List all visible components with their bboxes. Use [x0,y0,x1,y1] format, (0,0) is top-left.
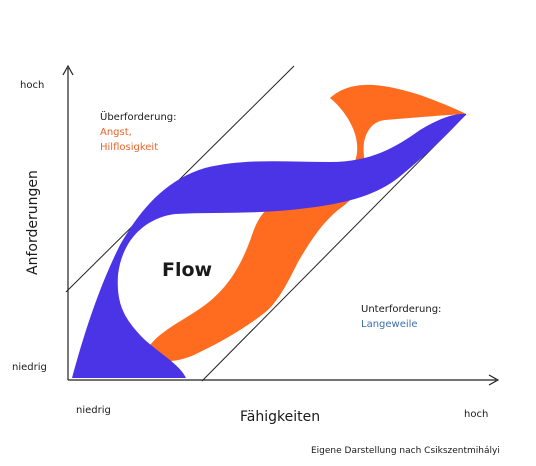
overload-label-helplessness: Hilflosigkeit [100,142,159,153]
y-axis-low-label: niedrig [12,362,47,373]
x-axis-high-label: hoch [464,409,489,420]
x-axis-title: Fähigkeiten [240,409,321,425]
x-axis-arrow-icon [488,374,500,386]
underload-label-boredom: Langeweile [361,319,418,330]
blue-band [72,113,466,378]
source-note: Eigene Darstellung nach Csikszentmihályi [311,446,500,456]
x-axis-low-label: niedrig [76,405,111,416]
overload-title: Überforderung: [100,112,177,123]
y-axis-high-label: hoch [20,80,45,91]
orange-band [148,84,466,362]
overload-label-anxiety: Angst, [100,127,132,138]
flow-label: Flow [162,259,213,281]
y-axis-title: Anforderungen [25,170,41,275]
y-axis-arrow-icon [62,64,74,76]
channel-lower-line [201,113,467,382]
underload-title: Unterforderung: [361,304,442,315]
